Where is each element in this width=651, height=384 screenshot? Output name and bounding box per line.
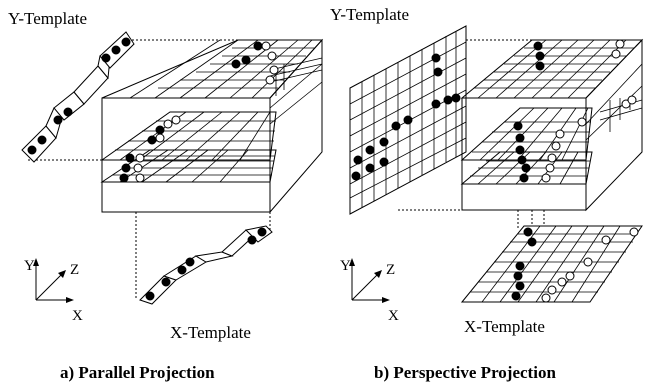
left-cube-points — [119, 41, 279, 183]
right-y-template — [349, 25, 467, 215]
right-axes: Y Z X — [340, 258, 399, 324]
left-top-grid — [129, 39, 315, 99]
right-cube — [460, 38, 644, 212]
right-y-template-label: Y-Template — [330, 5, 409, 24]
right-z-axis — [351, 271, 381, 301]
right-caption: b) Perspective Projection — [374, 363, 556, 382]
left-cube-right-face — [269, 38, 323, 214]
perspective-projection-panel: Y-Template — [330, 5, 644, 382]
right-top-grid — [474, 39, 634, 99]
left-axes: Y Z X — [24, 258, 83, 324]
right-cube-front-face — [461, 97, 587, 211]
left-axis-y-label: Y — [24, 258, 35, 274]
right-cube-points — [513, 39, 637, 183]
right-axis-z-label: Z — [386, 262, 395, 278]
left-middle-grid — [100, 111, 277, 161]
left-caption: a) Parallel Projection — [60, 363, 215, 382]
left-x-template — [139, 225, 273, 305]
left-y-template — [21, 31, 135, 163]
left-x-template-label: X-Template — [170, 323, 251, 342]
right-axis-x-label: X — [388, 308, 399, 324]
left-projection-lines — [28, 39, 271, 300]
right-axis-y-label: Y — [340, 258, 351, 274]
left-axis-z-label: Z — [70, 262, 79, 278]
right-x-template — [460, 225, 643, 303]
left-z-axis — [35, 271, 65, 301]
right-middle-grid — [460, 107, 593, 161]
parallel-projection-panel: Y-Template — [8, 9, 324, 382]
left-axis-x-label: X — [72, 308, 83, 324]
left-y-template-label: Y-Template — [8, 9, 87, 28]
right-x-template-label: X-Template — [464, 317, 545, 336]
right-cube-right-face — [585, 38, 643, 212]
left-cube — [100, 38, 324, 214]
left-cube-top-face — [101, 39, 324, 99]
